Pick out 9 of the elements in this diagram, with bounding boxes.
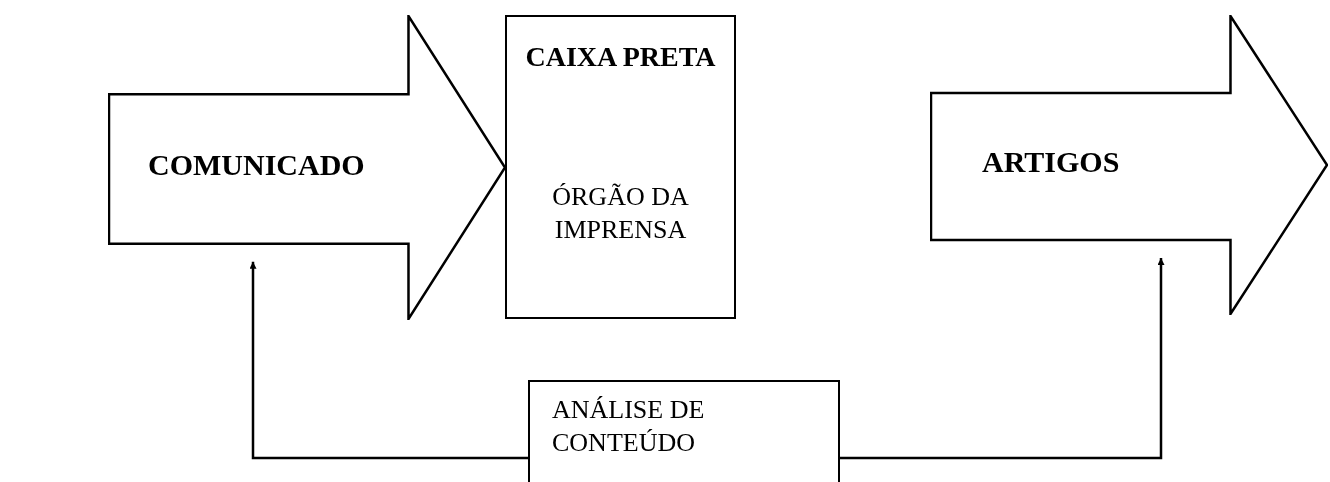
process-box [505,15,736,319]
box-text: ÓRGÃO DA IMPRENSA [551,181,690,246]
box-text: ANÁLISE DE CONTEÚDO [552,394,706,459]
box-title: CAIXA PRETA [525,43,716,71]
connector-arrow [249,261,528,460]
process-box [528,380,840,482]
arrow-label: ARTIGOS [982,147,1120,177]
connector-arrow [840,258,1165,460]
arrow-label: COMUNICADO [148,149,365,180]
